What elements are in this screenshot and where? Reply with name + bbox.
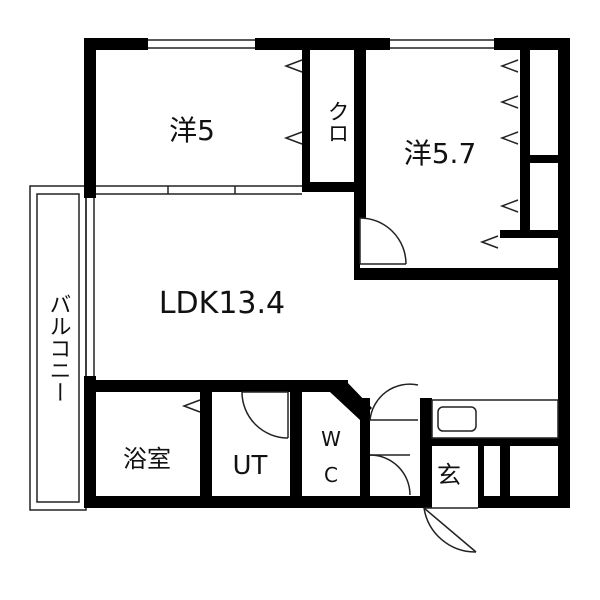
room-label-balcony: バルコニー xyxy=(46,293,71,403)
room-label-bathroom: 浴室 xyxy=(123,445,171,473)
room-label-toilet-c: C xyxy=(324,463,338,487)
windows xyxy=(85,39,494,376)
closet-markers xyxy=(181,59,519,413)
doors xyxy=(241,217,478,553)
room-label-western-2: 洋5.7 xyxy=(404,137,477,170)
room-label-closet: クロ xyxy=(324,100,349,144)
room-label-toilet-w: W xyxy=(321,427,341,451)
room-label-western-1: 洋5 xyxy=(169,114,215,147)
kitchen-counter xyxy=(431,399,559,439)
room-label-ldk: LDK13.4 xyxy=(159,286,285,321)
interior-walls xyxy=(84,38,570,508)
toilet-corner-wall xyxy=(300,380,372,420)
room-label-utility: UT xyxy=(233,451,268,481)
room-label-entrance: 玄 xyxy=(437,461,461,489)
